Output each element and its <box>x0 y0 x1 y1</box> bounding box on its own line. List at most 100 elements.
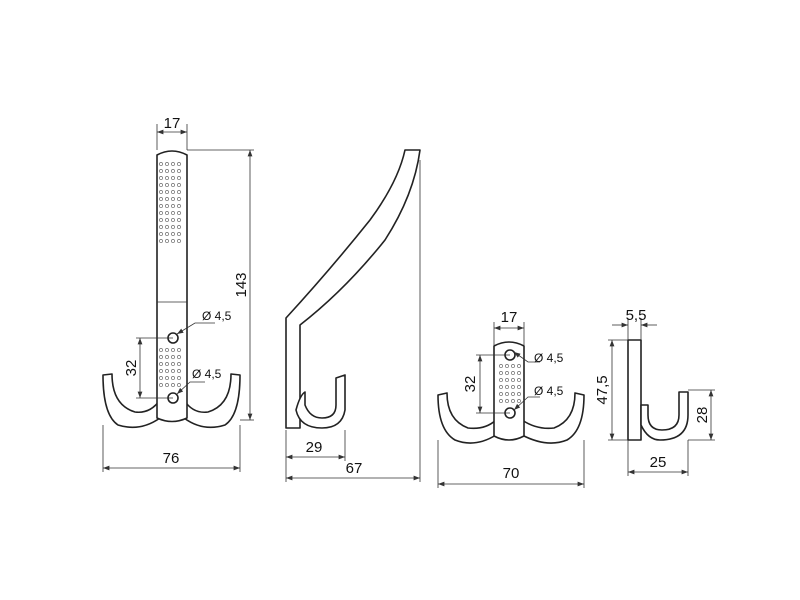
texture-dot <box>165 355 169 359</box>
texture-dot <box>511 399 515 403</box>
texture-dot <box>159 239 163 243</box>
texture-dot <box>159 183 163 187</box>
texture-dot <box>171 176 175 180</box>
texture-dot <box>171 169 175 173</box>
texture-dot <box>177 183 181 187</box>
texture-dot <box>171 383 175 387</box>
texture-dot <box>177 169 181 173</box>
texture-dot <box>177 225 181 229</box>
hook3-upper-hole-label: Ø 4,5 <box>534 351 564 365</box>
hook1-width-label: 17 <box>164 115 181 132</box>
hook1-height-label: 143 <box>233 272 250 297</box>
texture-dot <box>165 232 169 236</box>
texture-dot <box>171 239 175 243</box>
texture-dot <box>171 362 175 366</box>
texture-dot <box>511 371 515 375</box>
texture-dot <box>159 355 163 359</box>
texture-dot <box>499 364 503 368</box>
texture-dot <box>171 225 175 229</box>
texture-dot <box>159 232 163 236</box>
texture-dot <box>165 362 169 366</box>
texture-dot <box>165 383 169 387</box>
hook1-hole-spacing-label: 32 <box>123 360 140 377</box>
texture-dot <box>165 348 169 352</box>
hook1-lower-hole-label: Ø 4,5 <box>192 367 222 381</box>
texture-dot <box>177 369 181 373</box>
hook3-right-arm <box>521 392 585 444</box>
texture-dot <box>159 348 163 352</box>
hook3-span-label: 70 <box>503 465 520 482</box>
hook4-thickness-label: 5,5 <box>626 307 647 324</box>
texture-dot <box>517 399 521 403</box>
texture-dot <box>159 190 163 194</box>
texture-dot <box>511 378 515 382</box>
texture-dot <box>511 385 515 389</box>
texture-dot <box>177 362 181 366</box>
hook1-span-label: 76 <box>163 450 180 467</box>
texture-dot <box>177 197 181 201</box>
texture-dot <box>159 197 163 201</box>
hook2-body <box>285 149 421 429</box>
hook2-hook <box>295 374 346 429</box>
texture-dot <box>165 218 169 222</box>
texture-dot <box>159 383 163 387</box>
texture-dot <box>517 392 521 396</box>
texture-dot <box>165 204 169 208</box>
texture-dot <box>177 348 181 352</box>
texture-dot <box>165 183 169 187</box>
hook3-plate <box>493 341 525 441</box>
texture-dot <box>165 176 169 180</box>
texture-dot <box>177 218 181 222</box>
texture-dot <box>171 162 175 166</box>
hook4-side-view: 5,5 47,5 28 25 <box>594 307 715 476</box>
texture-dot <box>171 348 175 352</box>
hook4-depth-label: 25 <box>650 454 667 471</box>
texture-dot <box>517 385 521 389</box>
texture-dot <box>177 176 181 180</box>
texture-dot <box>177 376 181 380</box>
hook3-width-label: 17 <box>501 309 518 326</box>
texture-dot <box>165 197 169 201</box>
texture-dot <box>177 204 181 208</box>
texture-dot <box>177 190 181 194</box>
hook2-total-depth-label: 67 <box>346 460 363 477</box>
hook1-left-arm <box>102 373 161 429</box>
texture-dot <box>171 218 175 222</box>
texture-dot <box>517 378 521 382</box>
texture-dot <box>159 204 163 208</box>
texture-dot <box>177 232 181 236</box>
texture-dot <box>499 371 503 375</box>
texture-dot <box>177 162 181 166</box>
hook3-hole-spacing-label: 32 <box>462 376 479 393</box>
texture-dot <box>165 239 169 243</box>
hook1-front-view: 17 143 32 Ø 4,5 Ø 4,5 76 <box>102 115 254 472</box>
texture-dot <box>171 190 175 194</box>
texture-dot <box>171 204 175 208</box>
texture-dot <box>505 378 509 382</box>
texture-dot <box>165 369 169 373</box>
texture-dot <box>159 176 163 180</box>
texture-dot <box>171 197 175 201</box>
texture-dot <box>499 392 503 396</box>
texture-dot <box>177 239 181 243</box>
texture-dot <box>159 225 163 229</box>
texture-dot <box>505 392 509 396</box>
texture-dot <box>499 378 503 382</box>
texture-dot <box>171 369 175 373</box>
texture-dot <box>499 399 503 403</box>
hook2-hook-depth-label: 29 <box>306 439 323 456</box>
texture-dot <box>165 162 169 166</box>
texture-dot <box>159 369 163 373</box>
hook4-hook <box>640 391 689 441</box>
texture-dot <box>165 169 169 173</box>
texture-dot <box>159 169 163 173</box>
texture-dot <box>511 364 515 368</box>
texture-dot <box>505 371 509 375</box>
hook3-front-view: 17 32 Ø 4,5 Ø 4,5 70 <box>437 309 585 488</box>
hook2-side-view: 29 67 <box>285 149 421 482</box>
hook4-hook-height-label: 28 <box>694 407 711 424</box>
texture-dot <box>505 385 509 389</box>
texture-dot <box>177 383 181 387</box>
hook4-height-label: 47,5 <box>594 375 611 404</box>
